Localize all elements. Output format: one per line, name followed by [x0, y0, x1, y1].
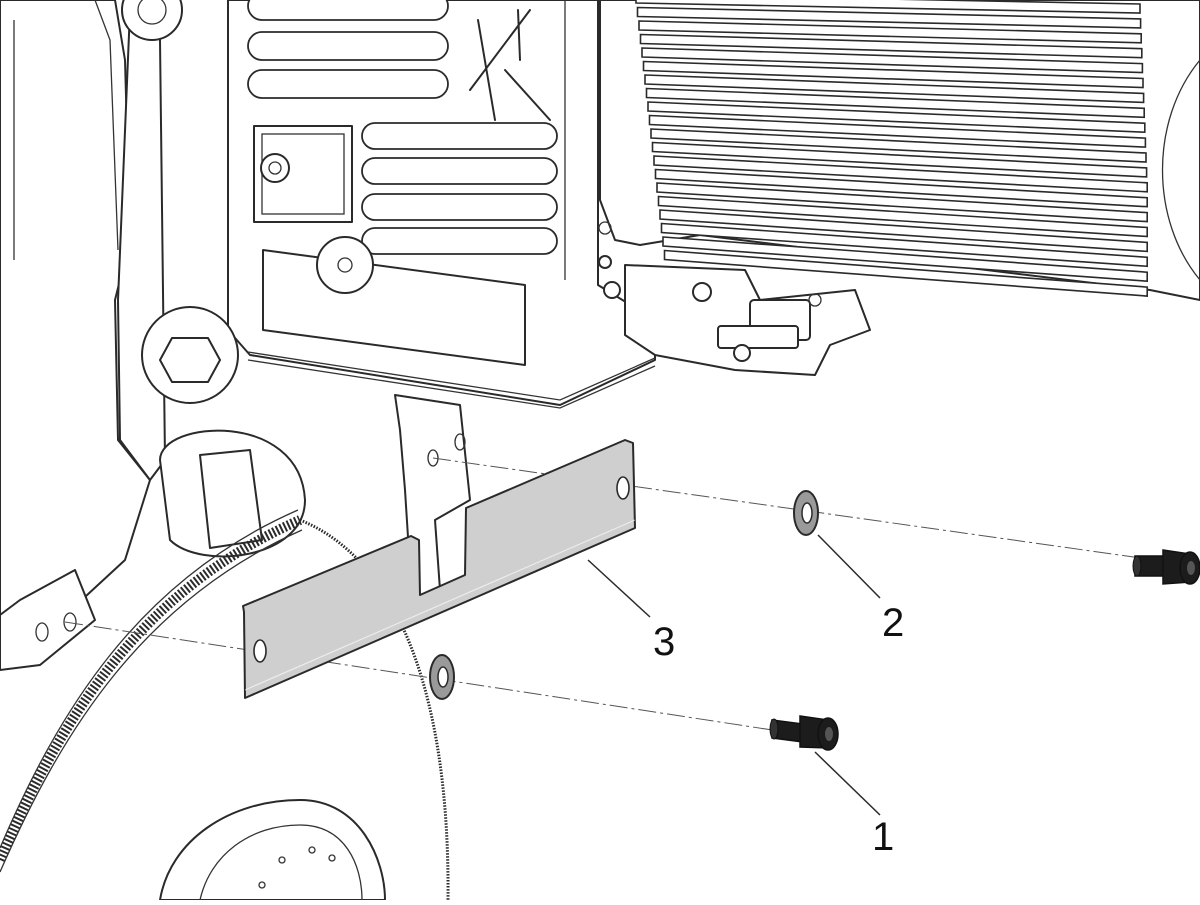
cooling-fin — [653, 155, 1148, 193]
cooling-fin — [642, 60, 1144, 89]
cooling-fin — [645, 87, 1145, 119]
leader-lines — [587, 534, 881, 816]
part-1-screw-upper — [1132, 549, 1200, 585]
cooling-fin — [647, 101, 1146, 134]
part-3-spacer-bracket — [242, 439, 636, 699]
cooling-fin — [662, 236, 1148, 283]
motor-housing — [599, 0, 1200, 301]
part-2-washer-upper — [793, 490, 819, 536]
cooling-fin — [635, 0, 1141, 14]
cooling-fin — [644, 74, 1145, 104]
callout-2-label: 2 — [882, 601, 904, 645]
pulley-wheel — [159, 799, 386, 901]
cooling-fin — [648, 114, 1147, 148]
valve-unit — [598, 221, 871, 376]
support-frame — [0, 0, 306, 671]
motor-cooling-fins — [635, 0, 1148, 297]
cooling-fin — [639, 33, 1143, 59]
cooling-fin — [636, 6, 1142, 29]
part-2-washer-lower — [429, 654, 455, 700]
toothed-belt — [0, 509, 450, 901]
cooling-fin — [650, 128, 1147, 163]
cooling-fin — [638, 20, 1142, 44]
cooling-fin — [663, 249, 1148, 297]
cooling-fin — [654, 168, 1148, 208]
gearbox-housing — [227, 0, 656, 409]
cooling-fin — [660, 222, 1148, 268]
cooling-fin — [657, 195, 1148, 238]
cooling-fin — [656, 182, 1148, 223]
cooling-fin — [659, 209, 1148, 253]
cooling-fin — [641, 47, 1144, 74]
callout-1-label: 1 — [872, 815, 894, 859]
part-1-screw-lower — [769, 715, 839, 751]
cooling-fin — [651, 141, 1148, 178]
callout-3-label: 3 — [653, 620, 675, 664]
